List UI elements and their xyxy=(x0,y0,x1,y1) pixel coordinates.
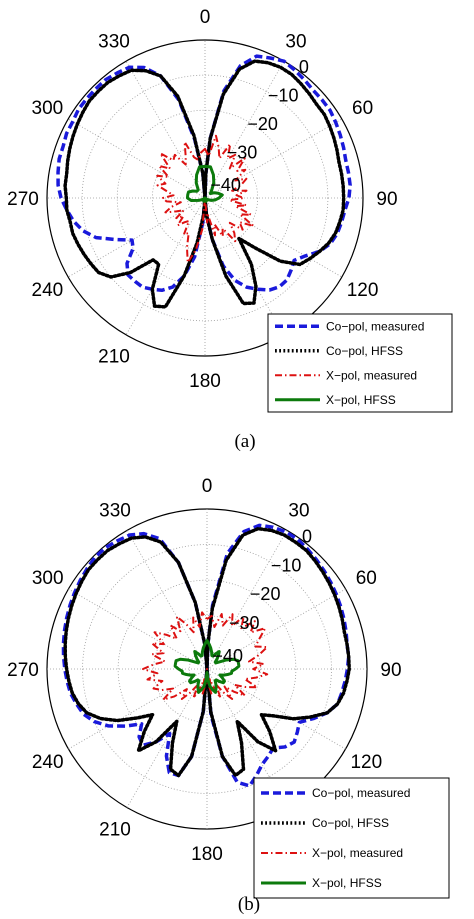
radial-tick-label: −40 xyxy=(212,646,243,666)
series-line-2 xyxy=(142,611,269,701)
radial-tick-labels-a: 0−10 −20 −30 −40 xyxy=(210,57,309,195)
series-line-1 xyxy=(63,526,351,778)
grid-spoke xyxy=(204,197,343,278)
legend-entry-label: Co−pol, measured xyxy=(312,786,410,800)
series-line-3 xyxy=(173,639,241,694)
polar-grid-a xyxy=(47,40,363,356)
angle-tick-label: 180 xyxy=(189,371,221,392)
angle-tick-labels-a: 0306090120150180210240270300330 xyxy=(7,7,397,392)
angle-tick-label: 30 xyxy=(288,501,309,522)
angle-tick-label: 0 xyxy=(202,476,213,497)
series-line-3 xyxy=(185,164,224,203)
radial-tick-label: −20 xyxy=(250,584,281,604)
angle-tick-label: 30 xyxy=(285,31,306,52)
series-line-2 xyxy=(156,134,255,264)
angle-tick-label: 330 xyxy=(98,31,130,52)
grid-spoke xyxy=(204,60,285,199)
angle-tick-label: 240 xyxy=(32,280,64,301)
polar-series-b xyxy=(61,523,351,788)
grid-spoke xyxy=(204,118,343,199)
radial-tick-label: −20 xyxy=(247,114,278,134)
grid-ring xyxy=(153,615,261,723)
grid-ring xyxy=(117,579,297,759)
angle-tick-label: 90 xyxy=(376,189,397,210)
radial-tick-label: −10 xyxy=(271,555,302,575)
angle-tick-label: 270 xyxy=(7,660,39,681)
grid-ring xyxy=(81,74,329,322)
legend-box-b xyxy=(253,777,450,899)
angle-tick-label: 330 xyxy=(99,501,131,522)
legend-entry-label: X−pol, measured xyxy=(312,846,403,860)
caption-a: (a) xyxy=(234,431,255,452)
legend-entry-label: X−pol, HFSS xyxy=(312,876,382,890)
radial-tick-label: −30 xyxy=(227,142,258,162)
legend-entry-label: X−pol, measured xyxy=(326,368,417,382)
radial-tick-labels-b: 0−10 −20 −30 −40 xyxy=(212,527,312,667)
grid-spoke xyxy=(125,60,206,199)
angle-tick-label: 210 xyxy=(98,347,130,368)
grid-spoke xyxy=(67,118,206,199)
polar-chart-a: 0306090120150180210240270300330 0−10−20−… xyxy=(7,7,453,452)
legend-entry-label: X−pol, HFSS xyxy=(326,393,396,407)
grid-ring xyxy=(82,544,332,794)
angle-tick-label: 120 xyxy=(347,280,379,301)
radial-tick-label: −40 xyxy=(210,175,241,195)
angle-tick-label: 60 xyxy=(352,98,373,119)
angle-tick-label: 0 xyxy=(200,7,211,28)
angle-tick-label: 120 xyxy=(350,752,382,773)
radial-tick-label: −10 xyxy=(268,86,299,106)
legend-entry-label: Co−pol, HFSS xyxy=(326,344,403,358)
angle-tick-label: 270 xyxy=(7,189,39,210)
caption-b: (b) xyxy=(238,894,260,915)
radial-tick-label: 0 xyxy=(299,57,309,77)
grid-spoke xyxy=(125,197,206,336)
angle-tick-label: 180 xyxy=(191,844,223,865)
grid-spoke xyxy=(204,197,285,336)
angle-tick-label: 300 xyxy=(32,98,64,119)
legend-box-a xyxy=(267,313,453,413)
radial-tick-label: −30 xyxy=(229,613,260,633)
polar-series-a xyxy=(56,54,352,309)
grid-spoke xyxy=(67,197,206,278)
angle-tick-label: 90 xyxy=(380,660,401,681)
legend-entry-label: Co−pol, measured xyxy=(326,319,424,333)
legend-entry-label: Co−pol, HFSS xyxy=(312,816,389,830)
angle-tick-label: 300 xyxy=(32,568,64,589)
angle-tick-label: 240 xyxy=(32,752,64,773)
angle-tick-label: 60 xyxy=(356,568,377,589)
angle-tick-label: 210 xyxy=(99,819,131,840)
polar-chart-b: 0306090120150180210240270300330 0−10−20−… xyxy=(7,476,450,915)
series-line-0 xyxy=(61,523,351,788)
grid-ring xyxy=(151,144,259,252)
radial-tick-label: 0 xyxy=(302,527,312,547)
